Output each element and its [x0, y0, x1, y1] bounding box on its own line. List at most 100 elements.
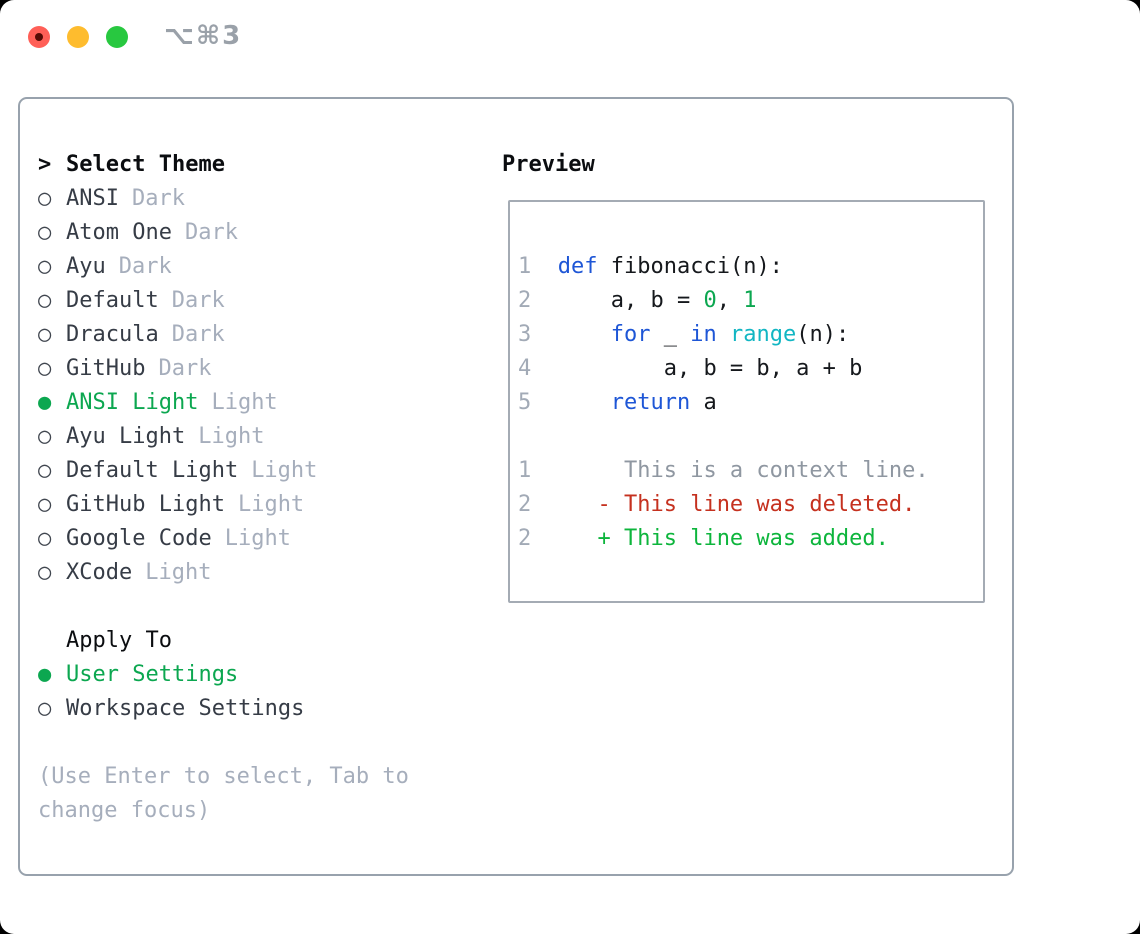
option-label: Ayu: [66, 254, 106, 279]
theme-variant-tag: Light: [145, 560, 212, 585]
code-segment-code: a: [690, 390, 717, 415]
code-segment-gutter: 2: [518, 288, 558, 313]
option-label: Dracula: [66, 322, 159, 347]
code-segment-keyword: for: [610, 322, 651, 347]
radio-unselected-icon: ○: [38, 322, 52, 347]
option-label: Ayu Light: [66, 424, 186, 449]
code-segment-builtin: range: [729, 322, 797, 347]
option-label: XCode: [66, 560, 133, 585]
code-segment-code: fibonacci(n):: [597, 254, 783, 279]
radio-unselected-icon: ○: [38, 220, 52, 245]
theme-variant-tag: Dark: [118, 254, 172, 279]
preview-line: [518, 420, 983, 454]
code-segment-code: a, b = b, a + b: [557, 356, 863, 381]
select-theme-label: Select Theme: [66, 152, 225, 177]
code-segment-gutter: 1: [518, 254, 558, 279]
theme-variant-tag: Light: [198, 424, 265, 449]
preview-line: 2 a, b = 0, 1: [518, 284, 983, 318]
option-label: ANSI: [66, 186, 119, 211]
code-segment-added: + This line was added.: [557, 526, 889, 551]
apply-to-list: ● User Settings ○ Workspace Settings: [38, 658, 478, 726]
code-segment-literal: 0: [703, 288, 717, 313]
theme-variant-tag: Dark: [171, 322, 225, 347]
theme-option-github[interactable]: ○ GitHub Dark: [38, 352, 478, 386]
radio-selected-icon: ●: [38, 662, 52, 687]
theme-variant-tag: Dark: [158, 356, 212, 381]
code-segment-literal: 1: [743, 288, 757, 313]
preview-line: 5 return a: [518, 386, 983, 420]
radio-unselected-icon: ○: [38, 356, 52, 381]
close-button[interactable]: [28, 26, 50, 48]
code-segment-gutter: 2: [518, 526, 558, 551]
theme-option-ansi[interactable]: ○ ANSI Dark: [38, 182, 478, 216]
theme-option-xcode[interactable]: ○ XCode Light: [38, 556, 478, 590]
radio-unselected-icon: ○: [38, 424, 52, 449]
theme-variant-tag: Light: [237, 492, 305, 517]
option-label: Google Code: [66, 526, 212, 551]
theme-option-atom-one[interactable]: ○ Atom One Dark: [38, 216, 478, 250]
theme-variant-tag: Light: [211, 390, 278, 415]
radio-unselected-icon: ○: [38, 696, 52, 721]
preview-line: 1 This is a context line.: [518, 454, 983, 488]
code-segment-code: (n):: [796, 322, 850, 347]
code-segment-keyword: in: [690, 322, 717, 347]
apply-option-workspace-settings[interactable]: ○ Workspace Settings: [38, 692, 478, 726]
theme-option-ayu[interactable]: ○ Ayu Dark: [38, 250, 478, 284]
minimize-button[interactable]: [67, 26, 89, 48]
preview-line: 2 + This line was added.: [518, 522, 983, 556]
code-segment-code: ,: [716, 288, 744, 313]
theme-variant-tag: Light: [251, 458, 318, 483]
option-label: Default: [66, 288, 159, 313]
code-segment-gutter: 1: [518, 458, 558, 483]
option-label: Default Light: [66, 458, 239, 483]
theme-variant-tag: Dark: [131, 186, 185, 211]
apply-to-header: Apply To: [66, 628, 172, 653]
code-segment-keyword: return: [610, 390, 691, 415]
code-segment-code: [717, 322, 730, 347]
help-text: (Use Enter to select, Tab to change focu…: [38, 764, 409, 823]
apply-option-user-settings[interactable]: ● User Settings: [38, 658, 478, 692]
code-segment-context: This is a context line.: [557, 458, 929, 483]
theme-variant-tag: Dark: [184, 220, 238, 245]
code-segment-keyword: def: [557, 254, 598, 279]
preview-line: 2 - This line was deleted.: [518, 488, 983, 522]
code-segment-code: [558, 322, 611, 347]
code-segment-gutter: 2: [518, 492, 558, 517]
code-segment-gutter: 3: [518, 322, 558, 347]
theme-option-default-light[interactable]: ○ Default Light Light: [38, 454, 478, 488]
radio-unselected-icon: ○: [38, 186, 52, 211]
option-label: User Settings: [66, 662, 239, 687]
code-segment-code: _: [650, 322, 691, 347]
theme-option-ayu-light[interactable]: ○ Ayu Light Light: [38, 420, 478, 454]
maximize-button[interactable]: [106, 26, 128, 48]
spacer: [38, 590, 478, 624]
code-segment-code: [558, 390, 611, 415]
option-label: GitHub: [66, 356, 146, 381]
theme-option-dracula[interactable]: ○ Dracula Dark: [38, 318, 478, 352]
option-label: GitHub Light: [66, 492, 225, 517]
theme-variant-tag: Light: [224, 526, 291, 551]
radio-unselected-icon: ○: [38, 458, 52, 483]
spacer: [38, 726, 478, 760]
code-segment-deleted: - This line was deleted.: [557, 492, 916, 517]
radio-unselected-icon: ○: [38, 288, 52, 313]
option-label: Atom One: [66, 220, 172, 245]
focus-caret-icon: >: [38, 152, 52, 177]
radio-unselected-icon: ○: [38, 560, 52, 585]
option-label: ANSI Light: [66, 390, 199, 415]
option-label: Workspace Settings: [66, 696, 305, 721]
preview-line: 1 def fibonacci(n):: [518, 250, 983, 284]
radio-unselected-icon: ○: [38, 254, 52, 279]
code-segment-code: a, b =: [557, 288, 704, 313]
select-theme-header: > Select Theme: [38, 148, 478, 182]
